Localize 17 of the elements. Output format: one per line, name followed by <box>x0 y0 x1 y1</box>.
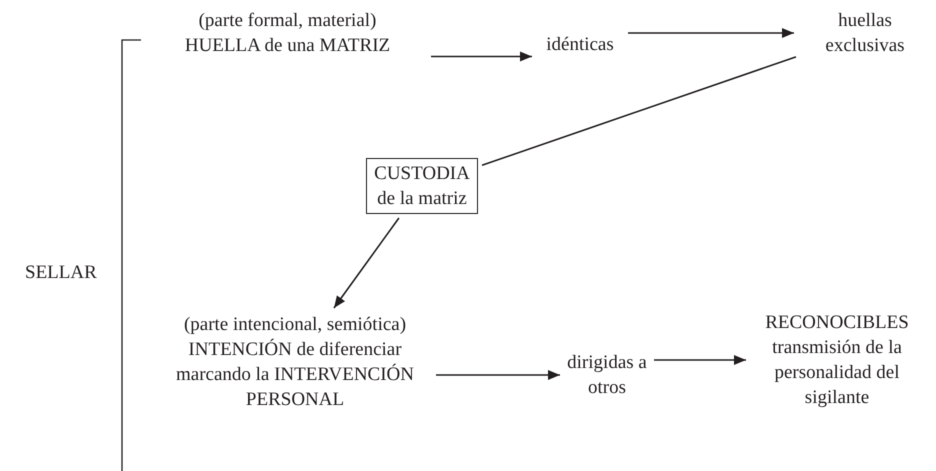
node-text: HUELLA de una MATRIZ <box>184 34 392 58</box>
arrow <box>654 355 746 365</box>
node-text: dirigidas a otros <box>566 351 648 400</box>
arrow <box>431 52 532 62</box>
node-text: RECONOCIBLES <box>764 311 910 335</box>
arrow <box>436 370 560 380</box>
node-text: transmisión de la personalidad del sigilante <box>771 336 903 410</box>
arrow <box>628 28 794 38</box>
node-text: INTENCIÓN de diferenciar marcando la INTERVENCIÓN PERSONAL <box>174 338 416 412</box>
side-label: SELLAR <box>25 261 97 285</box>
node-text: huellas exclusivas <box>824 9 906 58</box>
node-text: idénticas <box>545 33 615 57</box>
node-text: (parte formal, material) <box>198 9 378 33</box>
arrow <box>333 218 400 308</box>
process-box: CUSTODIA de la matriz <box>366 158 478 214</box>
node-text: (parte intencional, semiótica) <box>182 313 408 337</box>
connector-line <box>482 56 796 166</box>
